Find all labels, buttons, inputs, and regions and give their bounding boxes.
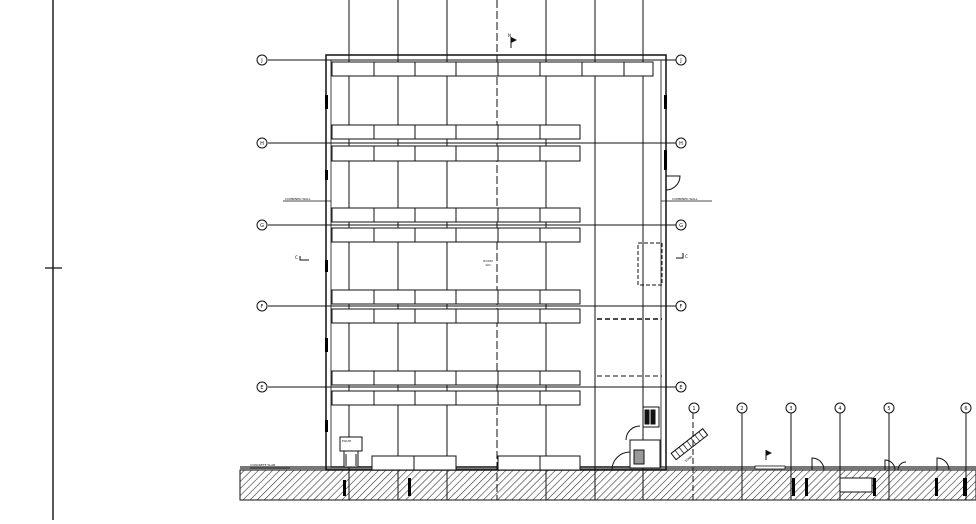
grid-label-2: 2 xyxy=(740,406,743,412)
grid-label-h-right: H xyxy=(679,141,683,147)
bay-row-4a xyxy=(331,289,581,305)
grid-bubbles-right xyxy=(675,54,687,393)
grid-label-e-left: E xyxy=(260,385,263,391)
grid-bubble-labels-left: J H G F E xyxy=(260,58,264,391)
room-label: ROOM xyxy=(483,259,493,263)
bay-row-bottom xyxy=(371,455,581,471)
bay-row-3b xyxy=(331,227,581,243)
grid-label-4: 4 xyxy=(838,406,841,412)
annex-door-swings xyxy=(811,457,950,471)
room-number: 101 xyxy=(485,263,491,267)
grid-label-h-left: H xyxy=(260,141,264,147)
door-swing-right xyxy=(665,175,681,191)
diagonal-label: STAIR xyxy=(684,455,693,463)
grid-label-g-left: G xyxy=(260,223,264,229)
callout-lower-left: CONCRETE SLAB xyxy=(250,463,275,467)
grid-label-g-right: G xyxy=(679,223,683,229)
grid-label-j-right: J xyxy=(679,58,681,64)
bay-row-5b xyxy=(331,390,581,406)
bay-row-3a xyxy=(331,207,581,223)
annotation-right: COMBINED WALL xyxy=(672,197,698,201)
building-inner-outline xyxy=(330,59,662,468)
grid-bubble-labels-bottom: 1 2 3 4 5 6 xyxy=(692,406,967,412)
annex-columns xyxy=(343,478,967,496)
bay-row-2a xyxy=(331,124,581,140)
left-wall-marks xyxy=(325,95,328,432)
horizontal-grid-lines xyxy=(268,59,676,388)
north-arrow-small-icon xyxy=(765,450,772,460)
grid-label-f-right: F xyxy=(680,304,683,310)
grid-label-j-left: J xyxy=(260,58,262,64)
north-arrow-label: N xyxy=(508,33,511,38)
section-label-left: C xyxy=(295,255,298,260)
equipment-unit xyxy=(339,436,363,468)
bay-row-top xyxy=(331,61,654,77)
equipment-label: EQUIP xyxy=(342,439,351,443)
bay-row-2b xyxy=(331,145,581,162)
right-wall-marks xyxy=(664,95,667,170)
grid-label-e-right: E xyxy=(679,385,682,391)
annex-box xyxy=(839,477,873,493)
section-marker-left xyxy=(299,256,309,261)
bay-row-5a xyxy=(331,370,581,386)
dashed-equipment-box xyxy=(637,242,663,286)
section-marker-right xyxy=(676,253,684,259)
grid-bubbles-left xyxy=(256,54,268,393)
grid-bubbles-bottom xyxy=(688,402,972,414)
grid-label-f-left: F xyxy=(261,304,264,310)
diagonal-stair xyxy=(670,428,709,461)
grid-label-3: 3 xyxy=(789,406,792,412)
section-label-right: C xyxy=(685,254,688,259)
grid-label-1: 1 xyxy=(692,406,695,412)
ground-band-top xyxy=(240,466,976,470)
bay-row-4b xyxy=(331,308,581,324)
grid-bubble-labels-right: J H G F E xyxy=(679,58,683,391)
building-outline xyxy=(325,54,667,471)
grid-label-5: 5 xyxy=(887,406,890,412)
grid-label-6: 6 xyxy=(964,406,967,412)
bench-mark xyxy=(754,465,786,470)
north-arrow-icon xyxy=(510,37,517,48)
stair-cluster xyxy=(611,406,661,471)
annotation-left: COMBINED WALL xyxy=(285,197,311,201)
